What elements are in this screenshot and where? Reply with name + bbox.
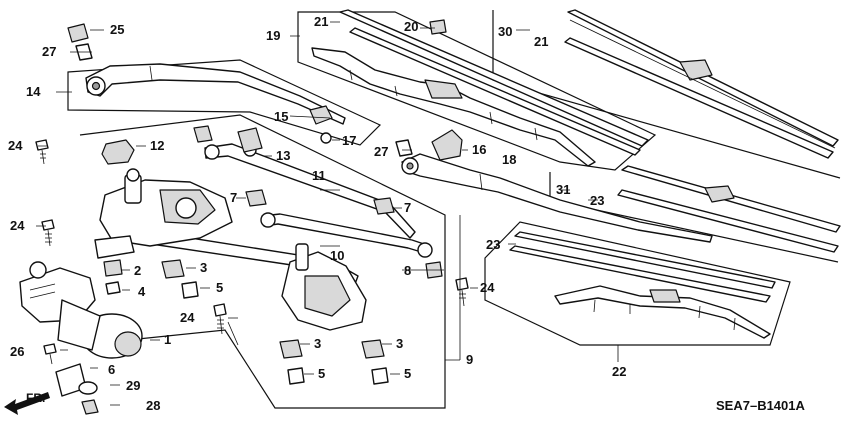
callout-25: 25 xyxy=(110,22,124,37)
callout-12: 12 xyxy=(150,138,164,153)
callout-8: 8 xyxy=(404,263,411,278)
callout-23-upper: 23 xyxy=(590,193,604,208)
callout-15: 15 xyxy=(274,109,288,124)
callout-2: 2 xyxy=(134,263,141,278)
wiper-blade-19 xyxy=(311,9,649,167)
callout-27-left: 27 xyxy=(42,44,56,59)
outline-linkage-9 xyxy=(79,114,446,409)
wiper-blade-31 xyxy=(617,165,841,253)
linkage-rods xyxy=(204,143,433,258)
callout-16: 16 xyxy=(472,142,486,157)
pivot-frame-assembly xyxy=(94,168,367,331)
wiper-blade-30 xyxy=(564,9,839,159)
callout-24-top: 24 xyxy=(8,138,23,153)
callout-10: 10 xyxy=(330,248,344,263)
callout-18: 18 xyxy=(502,152,516,167)
callout-4: 4 xyxy=(138,284,146,299)
callout-20: 20 xyxy=(404,19,418,34)
front-direction-label: FR. xyxy=(26,391,45,405)
callouts: 25 27 14 12 24 24 2 4 3 5 1 26 6 29 28 1… xyxy=(8,14,805,413)
callout-5-upper: 5 xyxy=(216,280,223,295)
small-parts xyxy=(35,19,469,415)
wiper-blade-22 xyxy=(509,231,776,339)
callout-23-lower: 23 xyxy=(486,237,500,252)
callout-31: 31 xyxy=(556,182,570,197)
callout-7-right: 7 xyxy=(404,200,411,215)
leader-lines xyxy=(36,21,619,406)
callout-24-mid: 24 xyxy=(10,218,25,233)
callout-3-lower-right: 3 xyxy=(396,336,403,351)
wiper-arm-14 xyxy=(85,63,346,125)
callout-24-right: 24 xyxy=(480,280,495,295)
outline-blade-19 xyxy=(297,11,657,171)
front-direction-arrow-icon xyxy=(4,392,50,415)
wiper-arm-16-18 xyxy=(401,129,713,243)
callout-5-lower-right: 5 xyxy=(404,366,411,381)
wiper-motor-1 xyxy=(19,261,143,359)
callout-11: 11 xyxy=(312,168,326,183)
callout-22: 22 xyxy=(612,364,626,379)
callout-21-right: 21 xyxy=(534,34,548,49)
callout-3-upper: 3 xyxy=(200,260,207,275)
callout-3-lower-left: 3 xyxy=(314,336,321,351)
callout-28: 28 xyxy=(146,398,160,413)
callout-1: 1 xyxy=(164,332,171,347)
outline-blade-22 xyxy=(484,221,791,346)
callout-5-lower-left: 5 xyxy=(318,366,325,381)
callout-26: 26 xyxy=(10,344,24,359)
outline-arm-14 xyxy=(67,59,382,146)
callout-24-center: 24 xyxy=(180,310,195,325)
callout-27-right: 27 xyxy=(374,144,388,159)
callout-30: 30 xyxy=(498,24,512,39)
callout-7-left: 7 xyxy=(230,190,237,205)
callout-13: 13 xyxy=(276,148,290,163)
callout-14: 14 xyxy=(26,84,41,99)
diagram-code: SEA7–B1401A xyxy=(716,398,805,413)
callout-9: 9 xyxy=(466,352,473,367)
callout-19: 19 xyxy=(266,28,280,43)
callout-29: 29 xyxy=(126,378,140,393)
callout-6: 6 xyxy=(108,362,115,377)
callout-17: 17 xyxy=(342,133,356,148)
callout-21-left: 21 xyxy=(314,14,328,29)
